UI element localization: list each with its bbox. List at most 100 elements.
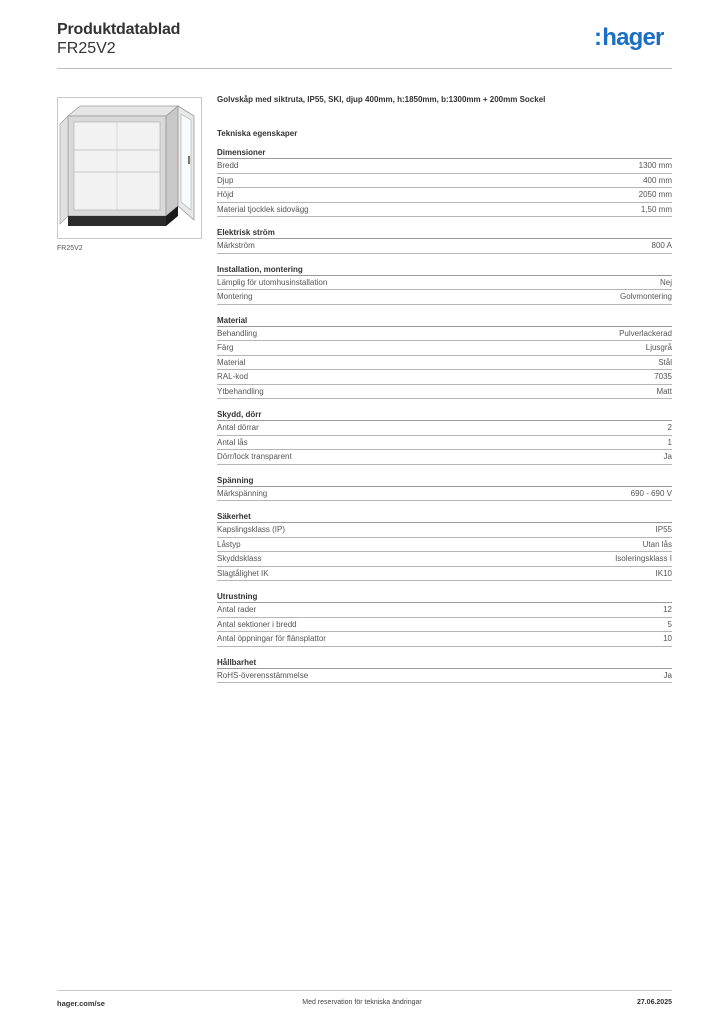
spec-value: 690 - 690 V: [630, 488, 672, 498]
spec-row: Märkström 800 A: [217, 239, 672, 254]
spec-row: Antal dörrar 2: [217, 421, 672, 436]
spec-group-title: Elektrisk ström: [217, 227, 672, 239]
spec-row: Ytbehandling Matt: [217, 385, 672, 399]
main-content: Golvskåp med siktruta, IP55, SKI, djup 4…: [217, 95, 672, 693]
spec-value: 400 mm: [643, 175, 672, 185]
product-code: FR25V2: [57, 40, 116, 57]
spec-value: Utan lås: [642, 539, 672, 549]
spec-label: Antal lås: [217, 437, 248, 447]
spec-label: Antal rader: [217, 605, 257, 614]
spec-label: RAL-kod: [217, 372, 249, 381]
spec-label: Lämplig för utomhusinstallation: [217, 277, 328, 287]
spec-group-title: Spänning: [217, 475, 672, 487]
spec-row: Färg Ljusgrå: [217, 341, 672, 356]
spec-value: IP55: [655, 525, 672, 534]
spec-value: 7035: [654, 372, 672, 381]
spec-label: Kapslingsklass (IP): [217, 525, 286, 534]
spec-row: Dörr/lock transparent Ja: [217, 450, 672, 465]
spec-value: 1,50 mm: [640, 204, 672, 214]
spec-row: Djup 400 mm: [217, 174, 672, 188]
spec-row: Behandling Pulverlackerad: [217, 327, 672, 341]
spec-label: Bredd: [217, 161, 239, 170]
spec-label: Märkspänning: [217, 488, 268, 498]
footer-note: Med reservation för tekniska ändringar: [302, 999, 422, 1006]
spec-value: Ja: [663, 452, 672, 461]
hager-logo: :hager: [594, 24, 664, 51]
spec-label: Ytbehandling: [217, 386, 264, 396]
header-divider: [57, 68, 672, 69]
spec-row: Låstyp Utan lås: [217, 538, 672, 552]
spec-row: Lämplig för utomhusinstallation Nej: [217, 276, 672, 290]
spec-value: 10: [663, 634, 672, 643]
spec-row: Skyddsklass Isoleringsklass I: [217, 552, 672, 567]
spec-group-title: Dimensioner: [217, 147, 672, 159]
product-image: [57, 97, 202, 239]
spec-row: Antal lås 1: [217, 436, 672, 450]
product-description: Golvskåp med siktruta, IP55, SKI, djup 4…: [217, 95, 546, 104]
spec-row: Märkspänning 690 - 690 V: [217, 487, 672, 501]
spec-value: 12: [663, 605, 672, 614]
spec-value: Matt: [656, 386, 672, 396]
spec-label: Behandling: [217, 328, 258, 338]
footer-website: hager.com/se: [57, 999, 105, 1008]
spec-row: Antal rader 12: [217, 603, 672, 618]
spec-label: Material: [217, 357, 246, 367]
spec-label: Låstyp: [217, 539, 241, 549]
spec-label: Antal sektioner i bredd: [217, 619, 297, 629]
spec-value: 1: [667, 437, 672, 447]
spec-label: Montering: [217, 292, 253, 301]
spec-row: Bredd 1300 mm: [217, 159, 672, 174]
spec-value: Stål: [658, 357, 672, 367]
spec-value: Isoleringsklass I: [615, 554, 672, 563]
spec-value: Nej: [659, 277, 672, 287]
logo-text: hager: [602, 24, 664, 51]
spec-group-title: Säkerhet: [217, 511, 672, 523]
spec-label: Färg: [217, 343, 234, 352]
spec-row: Antal öppningar för flänsplattor 10: [217, 632, 672, 647]
spec-value: 1300 mm: [638, 161, 672, 170]
spec-label: Dörr/lock transparent: [217, 452, 292, 461]
spec-row: Antal sektioner i bredd 5: [217, 618, 672, 632]
spec-row: Material tjocklek sidovägg 1,50 mm: [217, 203, 672, 217]
spec-group-title: Hållbarhet: [217, 657, 672, 669]
spec-group-title: Utrustning: [217, 591, 672, 603]
spec-label: Antal dörrar: [217, 423, 259, 432]
spec-row: Slagtålighet IK IK10: [217, 567, 672, 581]
spec-label: Djup: [217, 175, 234, 185]
spec-label: Antal öppningar för flänsplattor: [217, 634, 326, 643]
spec-group-title: Skydd, dörr: [217, 409, 672, 421]
spec-value: 800 A: [651, 241, 672, 250]
cabinet-illustration: [59, 105, 195, 226]
spec-label: Skyddsklass: [217, 554, 262, 563]
image-caption: FR25V2: [57, 245, 83, 252]
spec-row: RAL-kod 7035: [217, 370, 672, 385]
spec-row: Montering Golvmontering: [217, 290, 672, 305]
footer-date: 27.06.2025: [636, 999, 672, 1006]
spec-value: IK10: [655, 568, 672, 578]
spec-row: Material Stål: [217, 356, 672, 370]
spec-value: Ljusgrå: [645, 343, 672, 352]
spec-label: Slagtålighet IK: [217, 568, 269, 578]
footer-divider: [57, 990, 672, 991]
spec-value: 5: [667, 619, 672, 629]
spec-value: Pulverlackerad: [619, 328, 672, 338]
spec-group-title: Material: [217, 315, 672, 327]
spec-label: Material tjocklek sidovägg: [217, 204, 309, 214]
spec-value: Golvmontering: [619, 292, 672, 301]
spec-label: Märkström: [217, 241, 255, 250]
spec-value: 2: [667, 423, 672, 432]
spec-label: RoHS-överensstämmelse: [217, 670, 309, 680]
spec-row: Kapslingsklass (IP) IP55: [217, 523, 672, 538]
